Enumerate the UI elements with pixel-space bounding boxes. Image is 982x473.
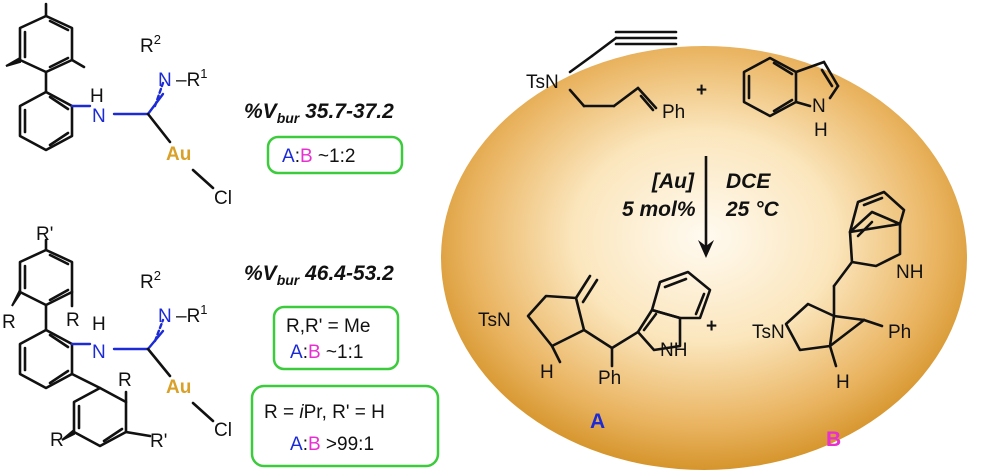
enyne-substrate-structure bbox=[568, 30, 678, 112]
vbur-catalyst-1: %Vbur 35.7-37.2 bbox=[244, 100, 394, 126]
catalyst-1-r2-label: R2 bbox=[140, 32, 161, 57]
catalyst-2-r-prime-bottom: R' bbox=[150, 431, 167, 452]
catalyst-2-r-right: R bbox=[66, 310, 80, 331]
catalyst-2-structure bbox=[11, 238, 215, 448]
indole-n-label: N bbox=[812, 96, 826, 117]
catalyst-1-r1-label: –R1 bbox=[176, 66, 208, 91]
indole-h-label: H bbox=[814, 120, 828, 141]
catalyst-2-chloride-label: Cl bbox=[214, 420, 232, 441]
substrate-ph-label: Ph bbox=[662, 102, 685, 123]
catalyst-condition-label: [Au] bbox=[651, 170, 695, 193]
product-a-label: A bbox=[590, 410, 605, 433]
plus-sign-products: + bbox=[706, 316, 717, 337]
ratio-box-2-ratio: A:B ~1:1 bbox=[290, 342, 363, 363]
catalyst-2-r-prime-top: R' bbox=[36, 224, 53, 245]
catalyst-2-h-label: H bbox=[92, 314, 106, 335]
ratio-box-2-condition: R,R' = Me bbox=[286, 316, 370, 337]
product-a-h-label: H bbox=[540, 362, 554, 383]
substrate-tsn-label: TsN bbox=[526, 72, 559, 93]
gold-ellipse-background bbox=[441, 46, 967, 470]
ratio-box-3-ratio: A:B >99:1 bbox=[290, 434, 374, 455]
ratio-box-2 bbox=[272, 305, 400, 371]
plus-sign-reactants: + bbox=[696, 80, 707, 101]
temperature-label: 25 °C bbox=[725, 198, 780, 221]
catalyst-1-chloride-label: Cl bbox=[214, 188, 232, 209]
reaction-arrowhead bbox=[698, 240, 714, 258]
product-a-nh-label: NH bbox=[660, 340, 687, 361]
product-a-ph-label: Ph bbox=[598, 368, 621, 389]
product-b-tsn-label: TsN bbox=[752, 322, 785, 343]
catalyst-1-h-label: H bbox=[90, 86, 104, 107]
catalyst-1-structure bbox=[5, 2, 215, 190]
catalyst-2-n-label: N bbox=[158, 306, 172, 327]
catalyst-2-r1-label: –R1 bbox=[176, 302, 208, 327]
solvent-label: DCE bbox=[726, 170, 771, 193]
product-b-ph-label: Ph bbox=[888, 322, 911, 343]
indole-reactant-structure bbox=[742, 56, 840, 118]
catalyst-2-nh-n-label: N bbox=[92, 342, 106, 363]
catalyst-2-r-left: R bbox=[2, 312, 16, 333]
catalyst-2-r-lower-left: R bbox=[50, 430, 64, 451]
ratio-box-3-condition: R = iPr, R' = H bbox=[264, 402, 385, 423]
vbur-catalyst-2: %Vbur 46.4-53.2 bbox=[244, 262, 394, 288]
product-b-nh-label: NH bbox=[896, 262, 923, 283]
product-b-label: B bbox=[826, 428, 841, 451]
ratio-box-3 bbox=[250, 384, 440, 468]
catalyst-1-gold-label: Au bbox=[166, 144, 191, 165]
product-b-h-label: H bbox=[836, 372, 850, 393]
catalyst-1-n-label: N bbox=[158, 70, 172, 91]
catalyst-2-r2-label: R2 bbox=[140, 268, 161, 293]
catalyst-2-r-lower: R bbox=[118, 370, 132, 391]
catalyst-loading-label: 5 mol% bbox=[622, 198, 696, 221]
catalyst-1-nh-n-label: N bbox=[92, 106, 106, 127]
ratio-box-1-text: A:B ~1:2 bbox=[282, 146, 355, 167]
product-b-structure bbox=[784, 190, 906, 368]
product-a-tsn-label: TsN bbox=[478, 310, 511, 331]
product-a-structure bbox=[526, 270, 712, 368]
ratio-box-1 bbox=[266, 135, 404, 175]
catalyst-2-gold-label: Au bbox=[166, 377, 191, 398]
